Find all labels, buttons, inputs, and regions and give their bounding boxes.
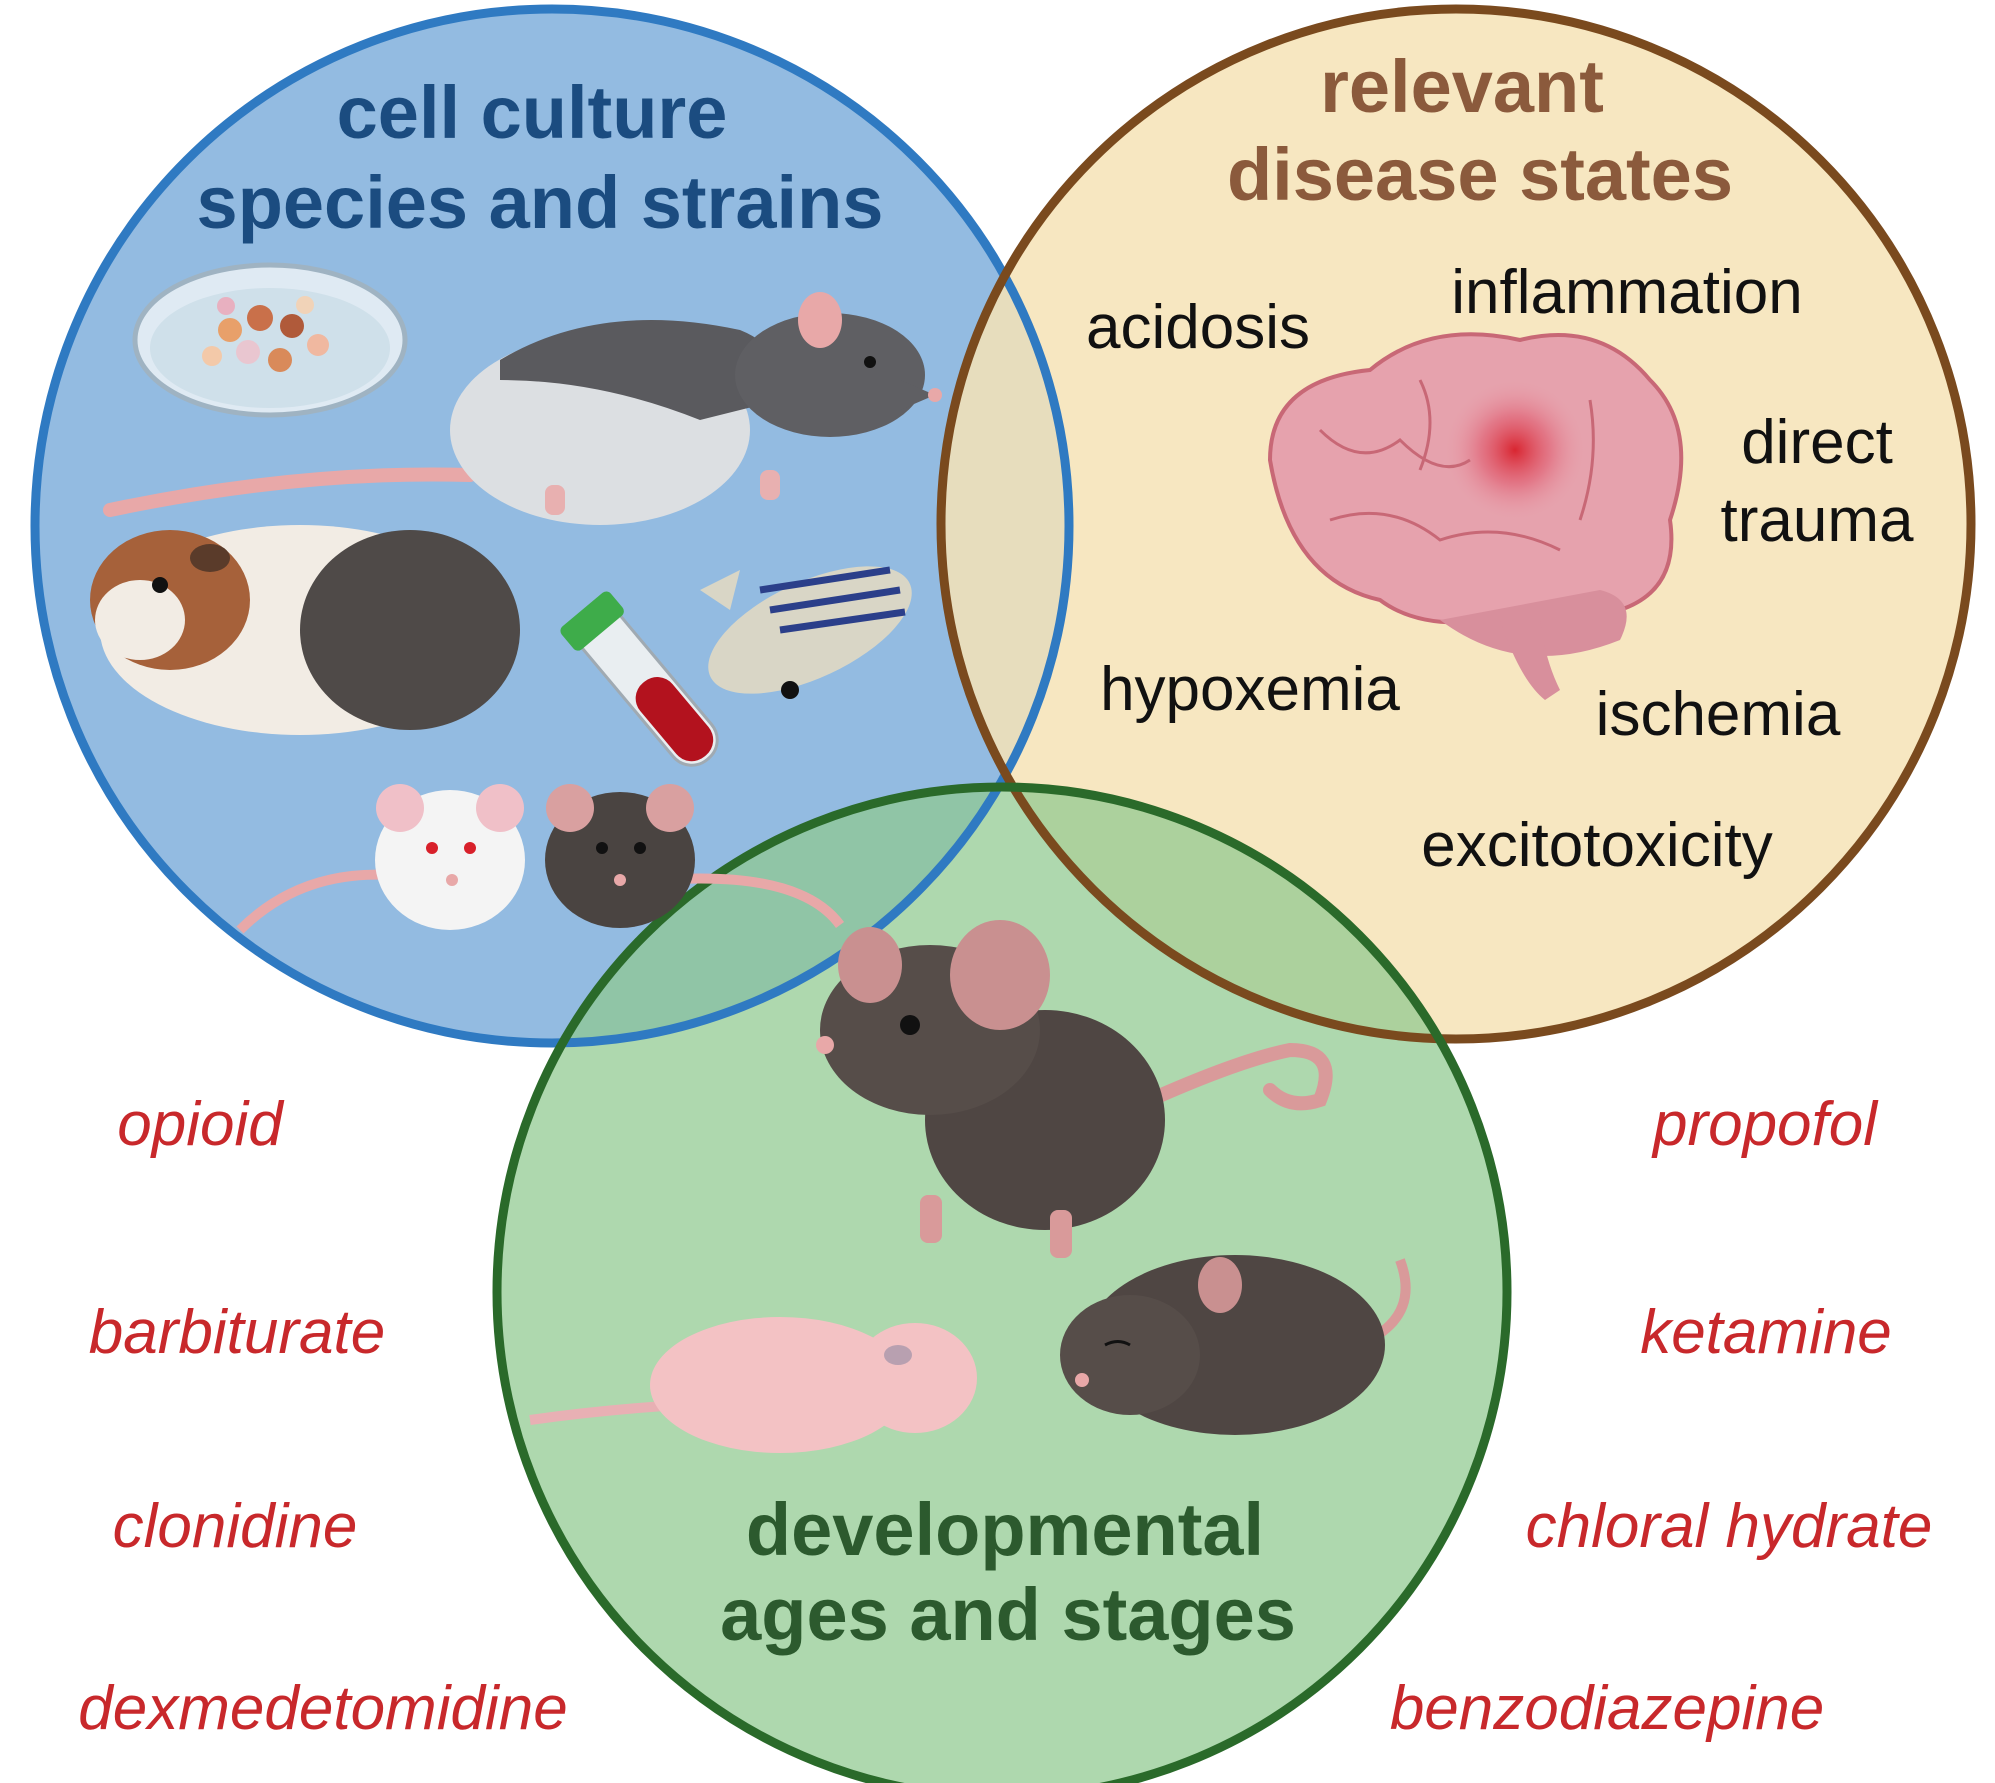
- drug-label: barbiturate: [89, 1298, 385, 1367]
- developmental-title-line2: ages and stages: [720, 1573, 1296, 1656]
- cell-culture-title: cell culture: [337, 71, 728, 154]
- disease-outline: [936, 4, 1976, 1044]
- adult-mouse-icon: [816, 920, 1333, 1258]
- zebrafish-icon: [700, 566, 912, 699]
- cell-culture-outline: [30, 4, 1074, 1048]
- blood-tube-icon: [560, 591, 719, 767]
- developmental-outline: [492, 782, 1512, 1783]
- petri-dish-icon: [132, 262, 408, 418]
- rat-icon: [103, 292, 942, 525]
- drug-label: ketamine: [1640, 1298, 1892, 1367]
- drug-label: opioid: [117, 1090, 285, 1159]
- drug-label: chloral hydrate: [1526, 1492, 1933, 1561]
- drug-label: clonidine: [113, 1492, 358, 1561]
- drug-label: benzodiazepine: [1390, 1674, 1824, 1743]
- disease-item-acidosis: acidosis: [1086, 293, 1310, 362]
- juvenile-mouse-icon: [1060, 1255, 1411, 1435]
- black-mouse-icon: [545, 784, 845, 929]
- developmental-title: developmental: [746, 1488, 1264, 1571]
- drug-label: dexmedetomidine: [78, 1674, 567, 1743]
- newborn-mouse-icon: [529, 1317, 977, 1453]
- cell-culture-title-line2: species and strains: [197, 161, 884, 244]
- disease-title: relevant: [1320, 45, 1604, 128]
- guinea-pig-icon: [90, 525, 520, 735]
- disease-item-hypoxemia: hypoxemia: [1100, 655, 1400, 724]
- brain-icon: [1267, 332, 1684, 700]
- disease-item-excitotoxicity: excitotoxicity: [1421, 811, 1772, 880]
- drug-label: propofol: [1651, 1090, 1879, 1159]
- disease-item-direct: direct: [1741, 408, 1893, 477]
- disease-item-ischemia: ischemia: [1596, 680, 1841, 749]
- disease-item-trauma: trauma: [1721, 486, 1914, 555]
- developmental-circle: [497, 787, 1507, 1783]
- disease-item-inflammation: inflammation: [1451, 258, 1802, 327]
- drug-list-right: propofol ketamine chloral hydrate benzod…: [1390, 1090, 1933, 1743]
- drug-list-left: opioid barbiturate clonidine dexmedetomi…: [78, 1090, 567, 1743]
- white-mouse-icon: [236, 784, 525, 934]
- disease-title-line2: disease states: [1227, 133, 1733, 216]
